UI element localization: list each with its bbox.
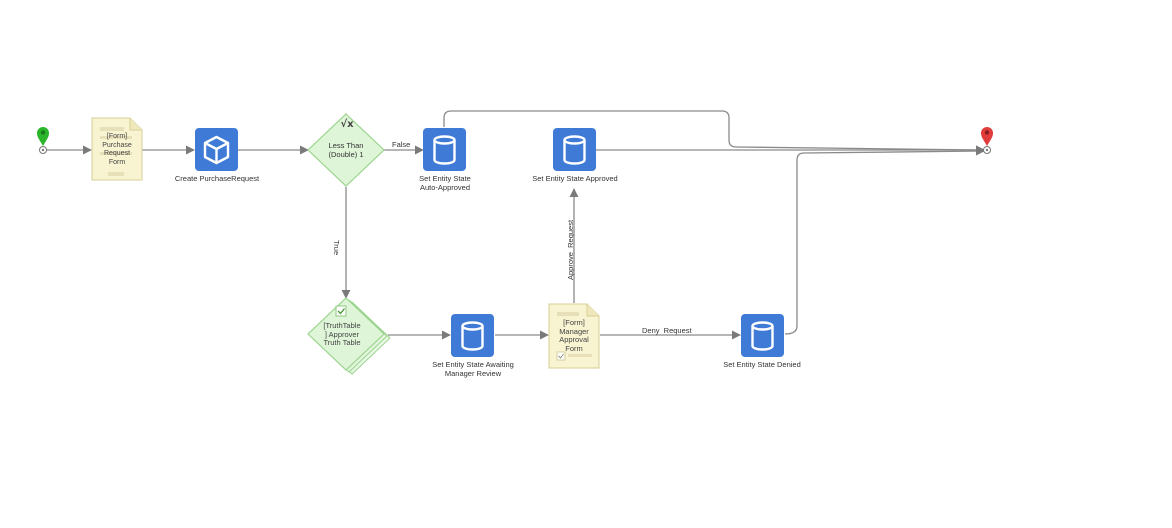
start-node[interactable] xyxy=(37,127,49,154)
map-pin-icon xyxy=(37,127,49,146)
decision-node[interactable] xyxy=(307,113,385,187)
edge-auto-approved-to-end xyxy=(443,110,985,155)
edge-true-label: True xyxy=(332,240,341,256)
map-pin-icon xyxy=(981,127,993,146)
denied-label: Set Entity State Denied xyxy=(723,360,801,369)
connectors xyxy=(47,110,985,340)
square-root-icon: √x xyxy=(340,119,354,130)
database-icon xyxy=(563,135,586,165)
edge-deny-request-label: Deny Request xyxy=(642,326,692,335)
truth-table-label: [TruthTable ] Approver Truth Table xyxy=(323,321,361,347)
edge-false-label: False xyxy=(392,140,411,149)
approved-node[interactable] xyxy=(553,128,596,171)
database-icon xyxy=(433,135,456,165)
form-document-icon xyxy=(91,117,143,181)
approved-label: Set Entity State Approved xyxy=(532,174,618,183)
end-node[interactable] xyxy=(981,127,993,154)
edge-denied-to-end xyxy=(784,146,985,335)
create-purchase-request-label: Create PurchaseRequest xyxy=(174,174,260,183)
auto-approved-label: Set Entity State Auto-Approved xyxy=(419,174,471,192)
form-purchase-request-label: [Form] Purchase Request Form xyxy=(102,133,132,166)
awaiting-review-label: Set Entity State Awaiting Manager Review xyxy=(432,360,514,378)
denied-node[interactable] xyxy=(741,314,784,357)
form-purchase-request-node[interactable] xyxy=(91,117,143,181)
truth-table-node[interactable] xyxy=(307,297,391,375)
cube-icon xyxy=(203,135,230,165)
awaiting-review-node[interactable] xyxy=(451,314,494,357)
decision-label: Less Than (Double) 1 xyxy=(328,141,364,159)
database-icon xyxy=(751,321,774,351)
database-icon xyxy=(461,321,484,351)
form-manager-approval-node[interactable] xyxy=(548,303,600,369)
form-manager-approval-label: [Form] Manager Approval Form xyxy=(559,318,589,353)
checkmark-icon xyxy=(335,305,347,317)
edge-approve-request-label: Approve Request xyxy=(566,219,575,280)
auto-approved-node[interactable] xyxy=(423,128,466,171)
create-purchase-request-node[interactable] xyxy=(195,128,238,171)
